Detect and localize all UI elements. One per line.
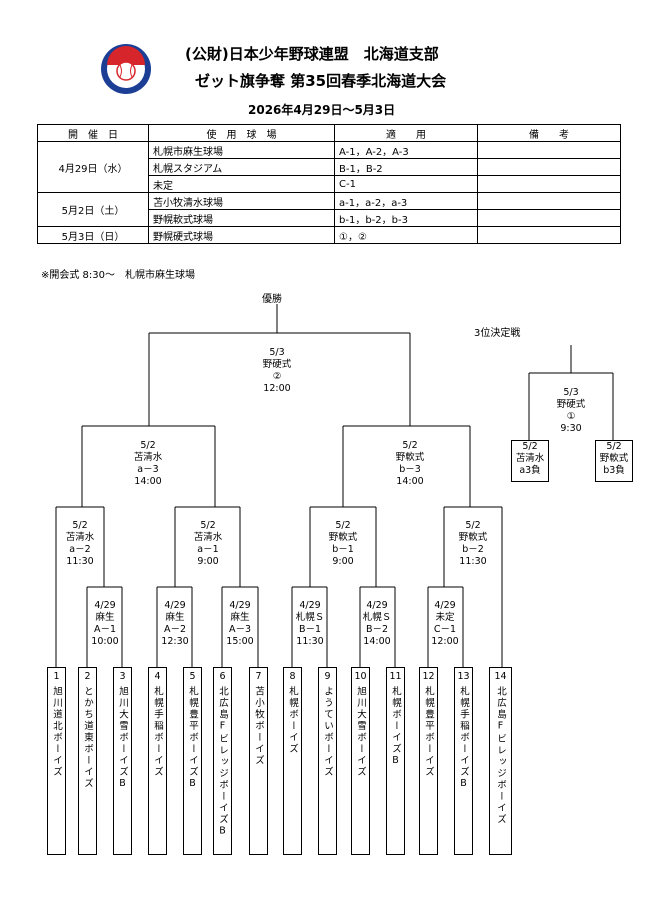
event-title: ゼット旗争奪 第35回春季北海道大会 xyxy=(195,72,447,90)
schedule-table: 開 催 日 使 用 球 場 適 用 備 考 4月29日（水） 札幌市麻生球場 A… xyxy=(37,124,621,244)
org-title: (公財)日本少年野球連盟 北海道支部 xyxy=(185,45,439,63)
schedule-row: 5月2日（土） 苫小牧清水球場 a-1，a-2，a-3 xyxy=(37,192,621,227)
header-apply: 適 用 xyxy=(334,124,478,142)
header-venue: 使 用 球 場 xyxy=(148,124,335,142)
opening-ceremony-note: ※開会式 8:30～ 札幌市麻生球場 xyxy=(41,270,196,281)
schedule-header-row: 開 催 日 使 用 球 場 適 用 備 考 xyxy=(37,124,621,142)
federation-logo xyxy=(101,44,151,94)
date-cell: 4月29日（水） xyxy=(37,141,149,193)
note-cell xyxy=(477,226,621,244)
date-cell: 5月2日（土） xyxy=(37,192,149,227)
apply-cell: ①，② xyxy=(334,226,478,244)
event-dates: 2026年4月29日～5月3日 xyxy=(248,103,396,117)
schedule-row: 4月29日（水） 札幌市麻生球場 A-1，A-2，A-3 xyxy=(37,141,621,193)
champion-label: 優勝 xyxy=(262,294,282,305)
schedule-row: 札幌スタジアム B-1，B-2 xyxy=(38,158,621,176)
schedule-row: 5月3日（日） 野幌硬式球場 ①，② xyxy=(37,226,621,244)
third-place-label: 3位決定戦 xyxy=(474,328,521,339)
